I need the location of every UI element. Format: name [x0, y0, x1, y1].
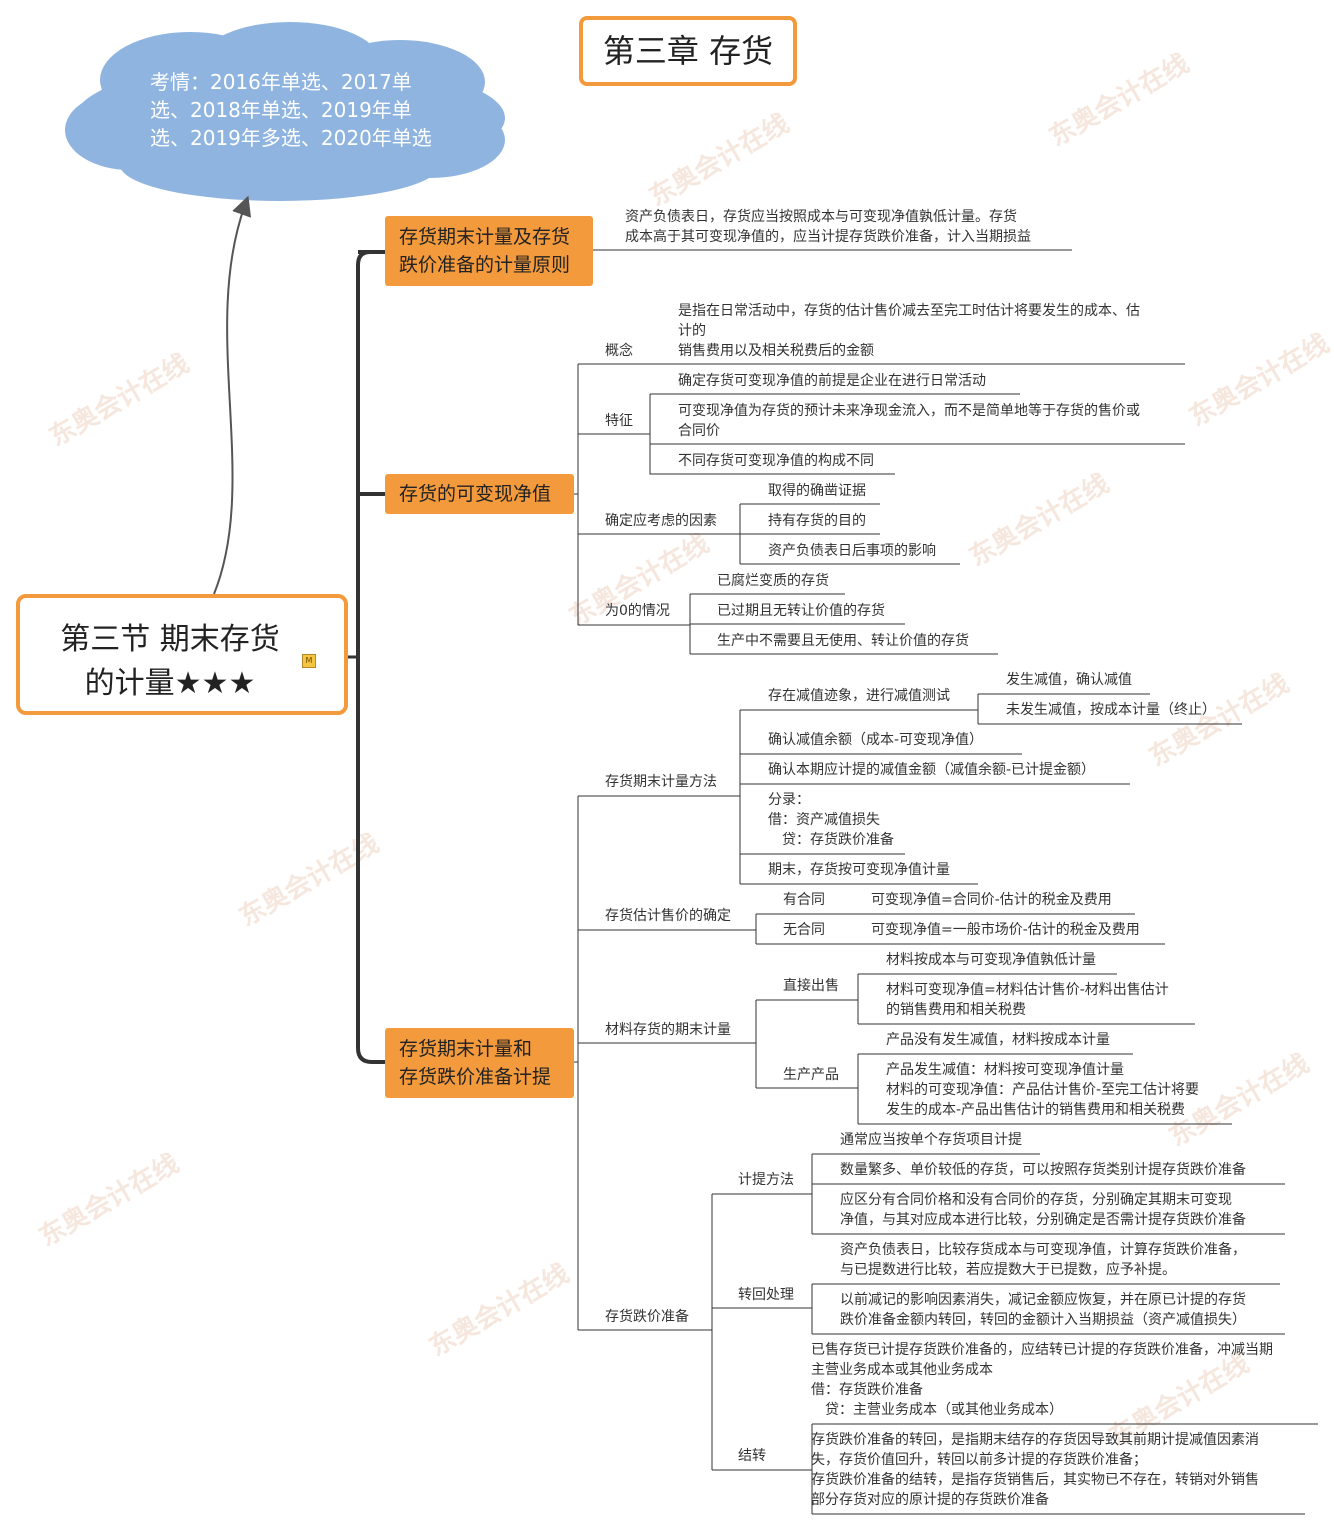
text-line: 以前减记的影响因素消失，减记金额应恢复，并在原已计提的存货	[840, 1292, 1246, 1308]
text-line: 失，存货价值回升，转回以前多计提的存货跌价准备；	[811, 1452, 1147, 1468]
material-item[interactable]: 产品发生减值：材料按可变现净值计量 材料的可变现净值：产品估计售价-至完工估计将…	[886, 1060, 1199, 1120]
text-line: 主营业务成本或其他业务成本	[811, 1362, 993, 1378]
cloud-shape	[65, 22, 505, 201]
price-formula[interactable]: 可变现净值=合同价-估计的税金及费用	[871, 892, 1112, 908]
material-label[interactable]: 材料存货的期末计量	[605, 1022, 731, 1038]
text-line: 资产负债表日，比较存货成本与可变现净值，计算存货跌价准备，	[840, 1242, 1246, 1258]
text-line: 是指在日常活动中，存货的估计售价减去至完工时估计将要发生的成本、估	[678, 303, 1140, 319]
method-label[interactable]: 存货期末计量方法	[605, 774, 717, 790]
relation-arrow	[213, 195, 252, 595]
text-line: 存货跌价准备的结转，是指存货销售后，其实物已不存在，转销对外销售	[811, 1472, 1259, 1488]
cloud-line: 选、2018年单选、2019年单	[150, 98, 412, 122]
price-no-contract[interactable]: 无合同	[783, 922, 825, 938]
text-line: 净值，与其对应成本进行比较，分别确定是否需计提存货跌价准备	[840, 1212, 1246, 1228]
method-item[interactable]: 确认本期应计提的减值金额（减值余额-已计提金额）	[768, 762, 1096, 778]
section-title: 第三节 期末存货 的计量★★★	[20, 618, 320, 706]
price-formula[interactable]: 可变现净值=一般市场价-估计的税金及费用	[871, 922, 1140, 938]
text-line: 跌价准备金额内转回，转回的金额计入当期损益（资产减值损失）	[840, 1312, 1246, 1328]
calc-item[interactable]: 数量繁多、单价较低的存货，可以按照存货类别计提存货跌价准备	[840, 1162, 1246, 1178]
material-direct[interactable]: 直接出售	[783, 978, 839, 994]
text-line: 存货跌价准备的转回，是指期末结存的存货因导致其前期计提减值因素消	[811, 1432, 1259, 1448]
text-line: 已售存货已计提存货跌价准备的，应结转已计提的存货跌价准备，冲减当期	[811, 1342, 1273, 1358]
factor-item[interactable]: 持有存货的目的	[768, 513, 866, 529]
method-item[interactable]: 期末，存货按可变现净值计量	[768, 862, 950, 878]
chapter-title[interactable]: 第三章 存货	[579, 16, 797, 86]
section-title-line: 第三节 期末存货	[60, 622, 280, 657]
text-line: 资产负债表日，存货应当按照成本与可变现净值孰低计量。存货	[625, 209, 1017, 225]
concept-text: 是指在日常活动中，存货的估计售价减去至完工时估计将要发生的成本、估 计的 销售费…	[678, 301, 1140, 361]
material-produce[interactable]: 生产产品	[783, 1067, 839, 1083]
method-item[interactable]: 确认减值余额（成本-可变现净值）	[768, 732, 984, 748]
text-line: 成本高于其可变现净值的，应当计提存货跌价准备，计入当期损益	[625, 229, 1031, 245]
text-line: 分录：	[768, 792, 810, 808]
text-line: 借：存货跌价准备	[811, 1382, 923, 1398]
branch-label: 存货期末计量及存货	[399, 226, 571, 248]
branch-label: 存货跌价准备计提	[399, 1066, 552, 1088]
method-item[interactable]: 存在减值迹象，进行减值测试	[768, 688, 950, 704]
feature-item[interactable]: 可变现净值为存货的预计未来净现金流入，而不是简单地等于存货的售价或 合同价	[678, 401, 1140, 441]
factor-item[interactable]: 资产负债表日后事项的影响	[768, 543, 936, 559]
text-line: 产品发生减值：材料按可变现净值计量	[886, 1062, 1124, 1078]
text-line: 与已提数进行比较，若应提数大于已提数，应予补提。	[840, 1262, 1176, 1278]
zero-item[interactable]: 已过期且无转让价值的存货	[717, 603, 885, 619]
text-line: 计的	[678, 323, 706, 339]
text-line: 部分存货对应的原计提的存货跌价准备	[811, 1492, 1049, 1508]
reversal-label[interactable]: 转回处理	[738, 1287, 794, 1303]
text-line: 材料的可变现净值：产品估计售价-至完工估计将要	[886, 1082, 1200, 1098]
branch-net-realizable-value[interactable]: 存货的可变现净值	[385, 474, 574, 514]
feature-label[interactable]: 特征	[605, 413, 633, 429]
feature-item[interactable]: 不同存货可变现净值的构成不同	[678, 453, 874, 469]
concept-label[interactable]: 概念	[605, 343, 633, 359]
method-entry[interactable]: 分录： 借：资产减值损失 贷：存货跌价准备	[768, 790, 894, 850]
text-line: 的销售费用和相关税费	[886, 1002, 1026, 1018]
marker-icon[interactable]: M	[302, 654, 316, 668]
carry-item[interactable]: 存货跌价准备的转回，是指期末结存的存货因导致其前期计提减值因素消 失，存货价值回…	[811, 1430, 1259, 1510]
material-item[interactable]: 材料按成本与可变现净值孰低计量	[886, 952, 1096, 968]
method-subitem[interactable]: 发生减值，确认减值	[1006, 672, 1132, 688]
calc-label[interactable]: 计提方法	[738, 1172, 794, 1188]
section-root-node[interactable]: 第三节 期末存货 的计量★★★ M	[16, 594, 348, 715]
cloud-line: 选、2019年多选、2020年单选	[150, 126, 432, 150]
section-title-line: 的计量★★★	[84, 666, 256, 701]
provision-label[interactable]: 存货跌价准备	[605, 1309, 689, 1325]
zero-label[interactable]: 为0的情况	[605, 603, 670, 619]
carry-item[interactable]: 已售存货已计提存货跌价准备的，应结转已计提的存货跌价准备，冲减当期 主营业务成本…	[811, 1340, 1273, 1420]
factors-label[interactable]: 确定应考虑的因素	[605, 513, 717, 529]
branch-label: 存货的可变现净值	[399, 483, 552, 505]
branch-label: 跌价准备的计量原则	[399, 254, 571, 276]
reversal-item[interactable]: 资产负债表日，比较存货成本与可变现净值，计算存货跌价准备， 与已提数进行比较，若…	[840, 1240, 1246, 1280]
text-line: 贷：存货跌价准备	[768, 832, 894, 848]
material-item[interactable]: 产品没有发生减值，材料按成本计量	[886, 1032, 1110, 1048]
carry-label[interactable]: 结转	[738, 1448, 766, 1464]
branch-label: 存货期末计量和	[399, 1038, 533, 1060]
branch-provision[interactable]: 存货期末计量和 存货跌价准备计提	[385, 1028, 574, 1098]
material-item[interactable]: 材料可变现净值=材料估计售价-材料出售估计 的销售费用和相关税费	[886, 980, 1169, 1020]
price-label[interactable]: 存货估计售价的确定	[605, 908, 731, 924]
feature-item[interactable]: 确定存货可变现净值的前提是企业在进行日常活动	[678, 373, 986, 389]
text-line: 销售费用以及相关税费后的金额	[678, 343, 874, 359]
zero-item[interactable]: 生产中不需要且无使用、转让价值的存货	[717, 633, 969, 649]
price-contract[interactable]: 有合同	[783, 892, 825, 908]
text-line: 发生的成本-产品出售估计的销售费用和相关税费	[886, 1102, 1186, 1118]
text-line: 应区分有合同价格和没有合同价的存货，分别确定其期末可变现	[840, 1192, 1232, 1208]
text-line: 贷：主营业务成本（或其他业务成本）	[811, 1402, 1063, 1418]
calc-item[interactable]: 通常应当按单个存货项目计提	[840, 1132, 1022, 1148]
principle-text: 资产负债表日，存货应当按照成本与可变现净值孰低计量。存货 成本高于其可变现净值的…	[625, 207, 1031, 247]
reversal-item[interactable]: 以前减记的影响因素消失，减记金额应恢复，并在原已计提的存货 跌价准备金额内转回，…	[840, 1290, 1246, 1330]
exam-history-cloud: 考情：2016年单选、2017单 选、2018年单选、2019年单 选、2019…	[150, 68, 470, 152]
cloud-line: 考情：2016年单选、2017单	[150, 70, 412, 94]
zero-item[interactable]: 已腐烂变质的存货	[717, 573, 829, 589]
text-line: 材料可变现净值=材料估计售价-材料出售估计	[886, 982, 1169, 998]
method-subitem[interactable]: 未发生减值，按成本计量（终止）	[1006, 702, 1216, 718]
text-line: 合同价	[678, 423, 720, 439]
branch-measurement-principle[interactable]: 存货期末计量及存货 跌价准备的计量原则	[385, 216, 593, 286]
factor-item[interactable]: 取得的确凿证据	[768, 483, 866, 499]
text-line: 借：资产减值损失	[768, 812, 880, 828]
calc-item[interactable]: 应区分有合同价格和没有合同价的存货，分别确定其期末可变现 净值，与其对应成本进行…	[840, 1190, 1246, 1230]
text-line: 可变现净值为存货的预计未来净现金流入，而不是简单地等于存货的售价或	[678, 403, 1140, 419]
